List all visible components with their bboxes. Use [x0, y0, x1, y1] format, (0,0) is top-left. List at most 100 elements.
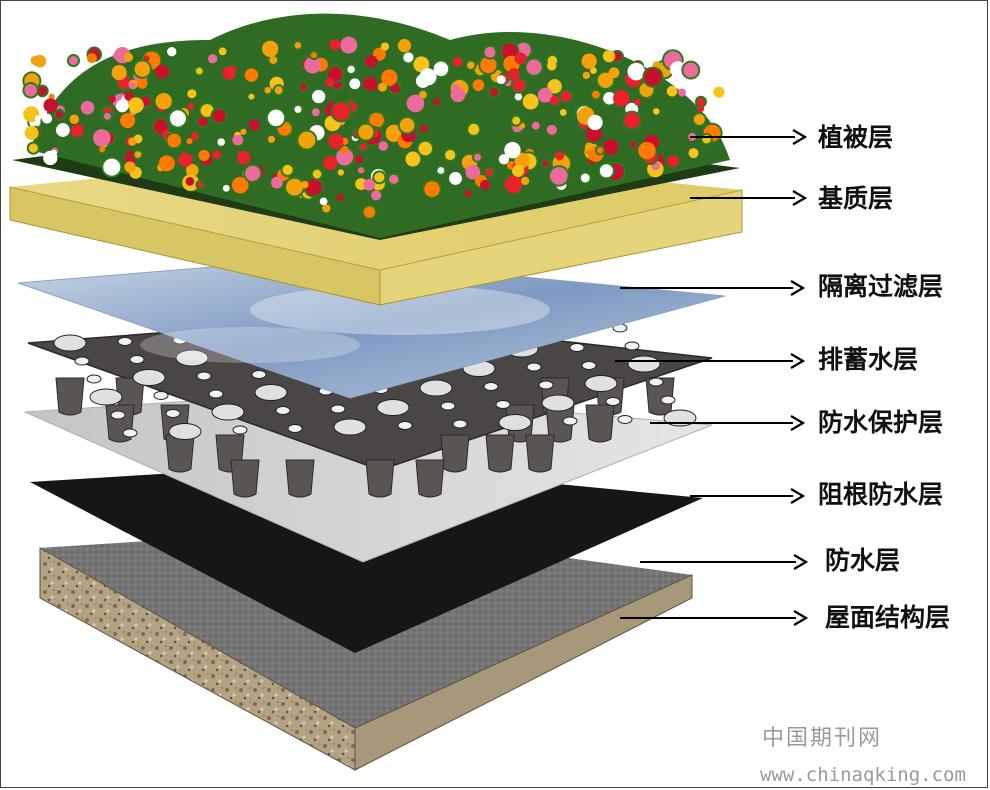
arrow-head — [792, 129, 808, 145]
watermark-site-name: 中国期刊网 — [762, 726, 883, 751]
flower — [555, 151, 565, 161]
flower — [198, 149, 210, 162]
drainage-hole — [153, 391, 169, 400]
flower — [319, 197, 328, 206]
flower — [128, 137, 137, 146]
flower — [526, 59, 542, 75]
flower — [111, 65, 127, 81]
flower — [413, 56, 430, 73]
flower — [33, 54, 47, 68]
flower — [390, 84, 400, 94]
flower — [294, 42, 302, 49]
flower — [445, 149, 456, 161]
drainage-hole — [605, 397, 621, 406]
flower — [262, 40, 279, 57]
flower — [55, 110, 64, 119]
flower — [349, 78, 361, 90]
flower — [403, 52, 414, 63]
flower — [630, 141, 637, 148]
flower — [531, 121, 540, 130]
drainage-cup — [585, 404, 615, 443]
flower — [713, 86, 725, 98]
flower — [42, 113, 53, 124]
flower — [678, 88, 686, 97]
flower — [584, 142, 594, 151]
flower — [86, 53, 97, 64]
flower — [358, 167, 365, 174]
flower-clusters — [22, 36, 725, 220]
flower — [267, 135, 276, 143]
vegetation-layer — [12, 13, 740, 240]
flower — [340, 36, 358, 54]
flower — [28, 143, 38, 153]
drainage-hole — [53, 334, 87, 352]
flower — [597, 72, 614, 88]
flower — [696, 97, 705, 106]
drainage-hole — [498, 414, 532, 431]
drainage-hole — [397, 421, 413, 430]
label-arrows — [615, 129, 809, 626]
flower — [381, 69, 398, 86]
flower — [305, 178, 322, 196]
flower — [537, 87, 553, 103]
drainage-hole — [452, 419, 468, 429]
flower — [232, 134, 244, 146]
flower — [501, 43, 518, 60]
flower — [354, 155, 364, 164]
arrow-head — [793, 610, 809, 626]
drainage-hole — [208, 389, 224, 399]
flower — [269, 56, 278, 64]
flower — [465, 164, 481, 180]
flower — [217, 138, 225, 146]
flower — [231, 176, 249, 194]
drainage-hole — [538, 380, 554, 390]
flower — [504, 175, 523, 194]
flower — [406, 94, 425, 113]
flower — [419, 90, 427, 99]
flower — [452, 56, 463, 67]
flower — [48, 93, 55, 100]
flower — [520, 176, 530, 186]
flower — [581, 53, 597, 69]
flower — [310, 52, 317, 59]
flower — [103, 112, 111, 120]
flower — [298, 131, 316, 149]
flower — [34, 115, 42, 122]
drainage-hole — [617, 415, 633, 424]
flower — [245, 165, 261, 181]
drainage-hole — [165, 409, 181, 418]
drainage-hole — [122, 428, 138, 438]
flower — [498, 154, 510, 165]
label-drainage: 排蓄水层 — [818, 345, 919, 374]
flower — [197, 181, 204, 188]
flower — [154, 64, 169, 79]
arrow-head — [792, 190, 808, 206]
flower — [363, 206, 376, 218]
flower — [468, 123, 480, 135]
drainage-hole — [495, 400, 511, 409]
flower — [124, 161, 136, 173]
flower — [372, 47, 386, 61]
flower — [274, 86, 283, 95]
flower — [248, 93, 255, 100]
flower — [120, 113, 136, 129]
flower — [128, 82, 136, 89]
flower — [389, 174, 399, 184]
flower — [108, 95, 116, 103]
flower — [70, 124, 84, 138]
flower — [69, 114, 80, 125]
flower — [103, 158, 121, 176]
arrow-head — [793, 554, 809, 570]
flower — [627, 62, 646, 81]
flower — [580, 173, 590, 183]
flower — [332, 102, 351, 121]
flower — [185, 163, 199, 177]
flower — [599, 164, 613, 178]
flower — [186, 138, 193, 145]
flower — [299, 83, 308, 91]
flower — [325, 78, 334, 88]
flower — [512, 116, 521, 125]
flower — [514, 52, 527, 65]
flower — [385, 124, 403, 142]
flower — [496, 75, 506, 85]
